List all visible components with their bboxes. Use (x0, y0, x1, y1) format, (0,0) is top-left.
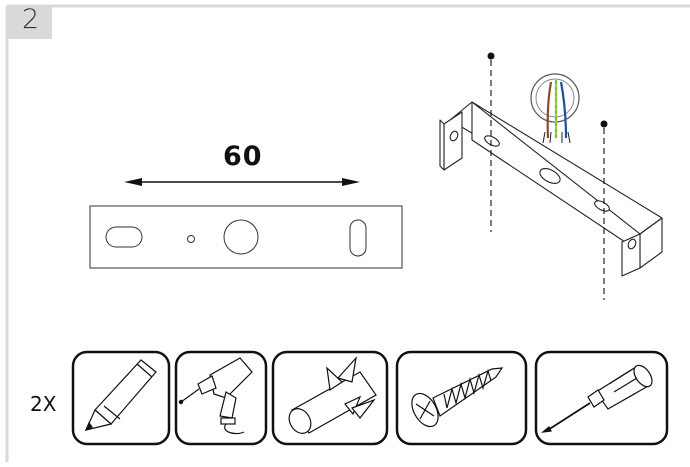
quantity-label: 2X (30, 392, 57, 416)
wall-plug-icon (271, 350, 389, 446)
mounting-bracket-3d (439, 101, 663, 277)
mounting-bracket-template (89, 205, 403, 269)
screw-icon (395, 350, 528, 446)
dimension-arrow (124, 178, 360, 186)
drill-point-right (600, 120, 608, 128)
drill-point-left (487, 52, 495, 60)
dimension-value: 60 (223, 141, 263, 172)
screwdriver-icon (534, 350, 669, 446)
wire-outlet (530, 73, 580, 144)
step-number: 2 (22, 4, 40, 35)
step-number-badge (7, 6, 52, 39)
drill-icon (174, 350, 268, 446)
pencil-icon (71, 350, 171, 446)
drill-guide-lines (490, 60, 605, 300)
